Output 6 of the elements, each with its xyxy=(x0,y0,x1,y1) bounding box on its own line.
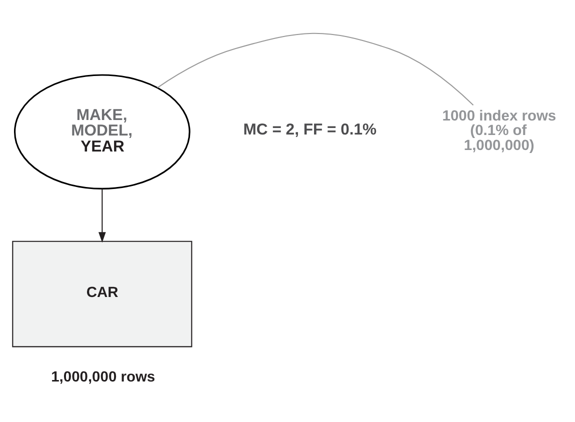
connector xyxy=(157,32,474,106)
node-ellipse: MAKE, MODEL, YEAR xyxy=(14,74,190,190)
label: MC = 2, FF = 0.1% xyxy=(243,121,377,138)
node-text: 1000 index rows (0.1% of 1,000,000) xyxy=(442,108,556,154)
arrow xyxy=(98,188,106,243)
node-label: 1,000,000 rows xyxy=(51,370,156,386)
